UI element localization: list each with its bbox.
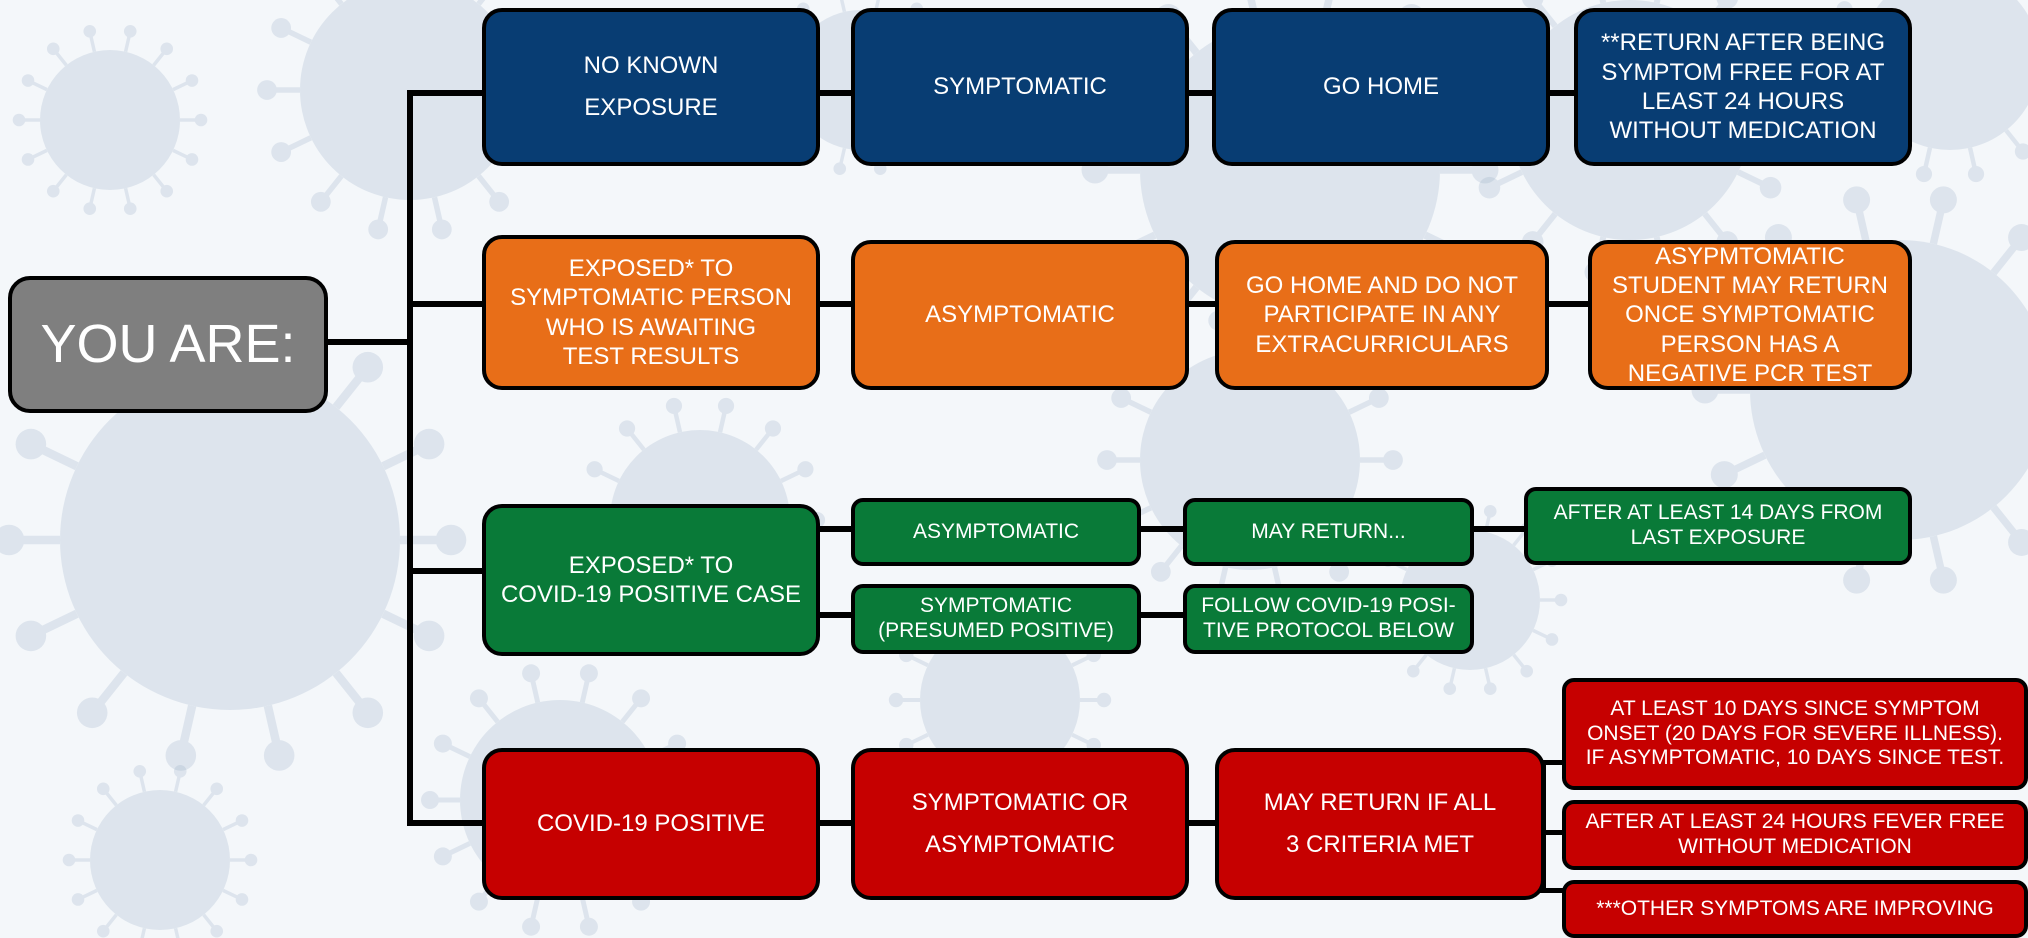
connector-line xyxy=(407,568,487,574)
covid-positive-box: COVID-19 POSITIVE xyxy=(482,748,820,900)
root-you-are: YOU ARE: xyxy=(8,276,328,413)
connector-line xyxy=(1138,612,1186,618)
virus-particle xyxy=(62,764,258,938)
connector-line xyxy=(1185,820,1219,826)
connector-line xyxy=(1540,888,1568,893)
connector-line xyxy=(816,820,856,826)
connector-line xyxy=(1185,301,1219,307)
criterion-fever-free-box: AFTER AT LEAST 24 HOURS FEVER FREE WITHO… xyxy=(1562,800,2028,870)
connector-line xyxy=(407,820,487,826)
connector-line xyxy=(407,301,487,307)
connector-line xyxy=(1545,301,1590,307)
criterion-10-days-box: AT LEAST 10 DAYS SINCE SYMPTOM ONSET (20… xyxy=(1562,678,2028,790)
symptomatic-or-asymptomatic-box: SYMPTOMATIC OR ASYMPTOMATIC xyxy=(851,748,1189,900)
may-return-if-criteria-met-box: MAY RETURN IF ALL 3 CRITERIA MET xyxy=(1215,748,1545,900)
asymptomatic-box: ASYMPTOMATIC xyxy=(851,240,1189,390)
asymptomatic-box: ASYMPTOMATIC xyxy=(851,498,1141,566)
connector-line xyxy=(1540,830,1568,835)
symptomatic-box: SYMPTOMATIC xyxy=(851,8,1189,166)
go-home-box: GO HOME xyxy=(1212,8,1550,166)
no-known-exposure-box: NO KNOWN EXPOSURE xyxy=(482,8,820,166)
follow-positive-protocol-box: FOLLOW COVID-19 POSI- TIVE PROTOCOL BELO… xyxy=(1183,584,1474,654)
connector-line xyxy=(1185,90,1219,96)
connector-line xyxy=(816,612,856,618)
connector-line xyxy=(816,90,856,96)
connector-line xyxy=(1545,90,1579,96)
virus-particle xyxy=(12,24,208,216)
return-negative-pcr-box: ASYPMTOMATIC STUDENT MAY RETURN ONCE SYM… xyxy=(1588,240,1912,390)
connector-line xyxy=(816,301,856,307)
after-14-days-box: AFTER AT LEAST 14 DAYS FROM LAST EXPOSUR… xyxy=(1524,487,1912,565)
return-after-symptom-free-box: **RETURN AFTER BEING SYMPTOM FREE FOR AT… xyxy=(1574,8,1912,166)
exposed-to-positive-case-box: EXPOSED* TO COVID-19 POSITIVE CASE xyxy=(482,504,820,656)
virus-particle xyxy=(0,309,467,771)
connector-line xyxy=(1138,526,1186,532)
may-return-box: MAY RETURN... xyxy=(1183,498,1474,566)
criterion-symptoms-improving-box: ***OTHER SYMPTOMS ARE IMPROVING xyxy=(1562,880,2028,938)
connector-line xyxy=(1540,760,1568,765)
connector-line xyxy=(407,90,413,826)
connector-line xyxy=(407,90,487,96)
connector-line xyxy=(328,339,410,345)
symptomatic-presumed-positive-box: SYMPTOMATIC (PRESUMED POSITIVE) xyxy=(851,584,1141,654)
exposed-to-symptomatic-box: EXPOSED* TO SYMPTOMATIC PERSON WHO IS AW… xyxy=(482,235,820,390)
connector-line xyxy=(1470,526,1528,532)
go-home-no-extracurriculars-box: GO HOME AND DO NOT PARTICIPATE IN ANY EX… xyxy=(1215,240,1549,390)
connector-line xyxy=(816,526,856,532)
